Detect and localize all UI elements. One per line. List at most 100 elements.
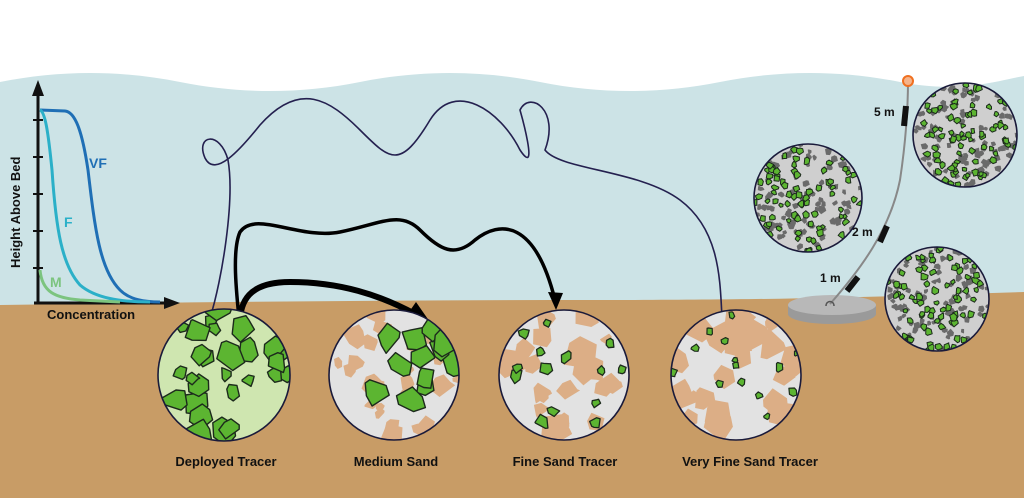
trap-sample-2m: [753, 143, 863, 253]
grain: [785, 190, 793, 199]
grain: [922, 150, 931, 158]
grain: [534, 413, 549, 429]
grain: [916, 292, 924, 301]
grain: [931, 279, 937, 285]
grain: [818, 179, 825, 186]
grain: [992, 150, 999, 157]
grain: [933, 157, 942, 164]
grain: [1004, 113, 1010, 119]
grain: [790, 146, 799, 154]
grain: [929, 131, 936, 139]
grain: [928, 252, 935, 259]
grain: [807, 149, 812, 155]
grain: [966, 89, 974, 96]
grain: [978, 124, 985, 132]
grain: [920, 143, 929, 150]
grain: [768, 205, 775, 212]
grain: [942, 168, 948, 174]
grain: [829, 190, 836, 197]
grain: [964, 316, 970, 323]
grain: [980, 158, 988, 166]
grain: [971, 168, 979, 177]
grain: [959, 312, 966, 319]
grain: [961, 166, 968, 172]
grain: [817, 205, 824, 211]
grain: [533, 402, 550, 418]
grain: [946, 328, 954, 337]
grain: [757, 203, 762, 211]
grain: [949, 102, 958, 111]
grain: [395, 386, 427, 413]
grain: [914, 125, 921, 130]
grain: [606, 377, 623, 394]
curve-label-f: F: [64, 214, 73, 230]
grain: [509, 369, 523, 385]
grain: [1002, 106, 1007, 111]
grain: [934, 318, 941, 324]
grain: [963, 181, 971, 187]
grain: [998, 112, 1005, 119]
grain: [761, 204, 768, 212]
grain: [784, 210, 793, 219]
buoy-icon: [902, 75, 914, 87]
grain: [591, 398, 602, 409]
grain: [997, 145, 1004, 152]
grain: [841, 218, 850, 227]
grain: [695, 387, 716, 410]
grain: [926, 161, 933, 168]
grain: [172, 365, 188, 381]
grain: [546, 406, 561, 418]
grain: [957, 142, 965, 150]
grain: [763, 412, 771, 421]
grain: [940, 255, 947, 263]
grain: [764, 198, 771, 205]
grain: [185, 371, 201, 386]
grain: [973, 271, 981, 279]
fine-sand-arrowhead-icon: [548, 292, 563, 310]
grain: [216, 340, 246, 372]
grain: [944, 282, 951, 289]
grain: [765, 221, 773, 228]
grain: [937, 313, 945, 321]
grain: [349, 332, 357, 344]
grain: [377, 322, 401, 354]
grain: [959, 110, 967, 119]
grain: [791, 210, 799, 220]
grain: [845, 176, 852, 184]
grain: [970, 128, 976, 135]
grain: [969, 101, 976, 109]
grain: [937, 322, 947, 331]
grain: [896, 325, 902, 331]
grain: [724, 310, 757, 335]
grain: [190, 343, 213, 367]
curve-m: [38, 269, 121, 304]
grain: [974, 94, 980, 102]
grain: [994, 165, 1002, 173]
grain: [1002, 124, 1009, 131]
grain: [902, 308, 909, 314]
grain: [736, 377, 746, 387]
grain: [770, 184, 780, 191]
grain: [827, 178, 834, 186]
deployed-tracer-sample: [157, 308, 291, 442]
grain: [775, 361, 784, 373]
grain: [927, 343, 935, 351]
grain: [715, 379, 724, 388]
grain: [893, 280, 900, 289]
trap-sample-1m: [884, 246, 990, 352]
sample-label-fine: Fine Sand Tracer: [513, 454, 618, 469]
grain: [374, 407, 385, 419]
grain: [780, 181, 789, 190]
grain: [720, 337, 729, 346]
grain: [915, 266, 924, 274]
grain: [556, 379, 581, 400]
grain: [1014, 132, 1017, 139]
grain: [997, 98, 1003, 105]
grain: [218, 418, 240, 440]
grain: [524, 354, 542, 374]
grain: [387, 351, 413, 377]
grain: [989, 145, 995, 152]
grain: [931, 107, 939, 115]
grain: [775, 225, 783, 232]
grain: [913, 321, 921, 330]
